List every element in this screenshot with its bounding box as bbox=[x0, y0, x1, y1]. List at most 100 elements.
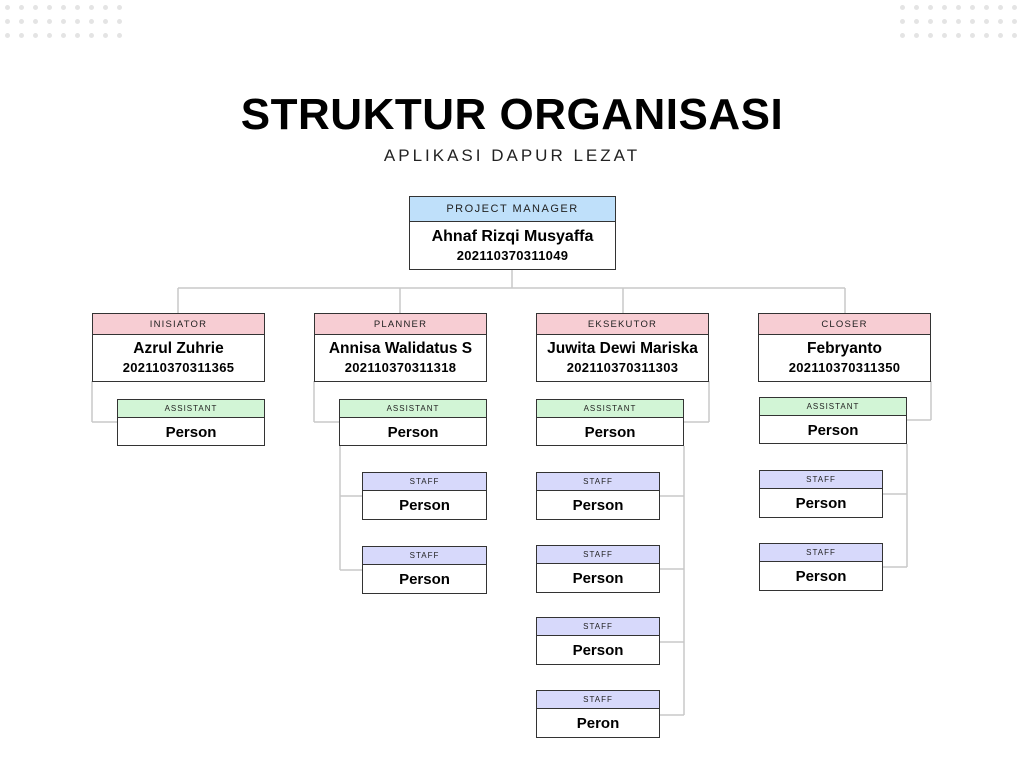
staff-card: STAFF Person bbox=[362, 546, 487, 594]
decorative-dot bbox=[117, 33, 122, 38]
decorative-dot bbox=[970, 19, 975, 24]
decorative-dot bbox=[103, 33, 108, 38]
page-subtitle: APLIKASI DAPUR LEZAT bbox=[383, 146, 641, 165]
decorative-dot bbox=[103, 19, 108, 24]
member-name: Peron bbox=[576, 715, 620, 732]
decorative-dot bbox=[5, 19, 10, 24]
decorative-dot bbox=[19, 19, 24, 24]
decorative-dot bbox=[33, 19, 38, 24]
role-label: EKSEKUTOR bbox=[537, 314, 708, 335]
member-name: Azrul Zuhrie bbox=[133, 340, 224, 357]
member-name: Person bbox=[399, 497, 450, 514]
staff-card: STAFF Person bbox=[362, 472, 487, 520]
member-name: Person bbox=[795, 568, 847, 585]
decorative-dot bbox=[942, 33, 947, 38]
decorative-dot bbox=[970, 5, 975, 10]
decorative-dot bbox=[998, 19, 1003, 24]
member-name: Annisa Walidatus S bbox=[328, 340, 473, 357]
decorative-dot bbox=[33, 5, 38, 10]
decorative-dot bbox=[89, 19, 94, 24]
role-label: PLANNER bbox=[315, 314, 486, 335]
role-label: STAFF bbox=[760, 471, 882, 489]
member-name: Person bbox=[572, 570, 624, 587]
member-id: 202110370311303 bbox=[566, 360, 679, 375]
staff-card: STAFF Person bbox=[759, 470, 883, 518]
member-name: Person bbox=[399, 571, 450, 588]
member-id: 202110370311318 bbox=[344, 360, 457, 375]
member-id: 202110370311350 bbox=[788, 360, 901, 375]
decorative-dot bbox=[984, 19, 989, 24]
decorative-dot bbox=[900, 19, 905, 24]
member-name: Person bbox=[807, 422, 859, 439]
decorative-dot bbox=[47, 5, 52, 10]
assistant-card-inisiator: ASSISTANT Person bbox=[117, 399, 265, 446]
decorative-dot bbox=[928, 33, 933, 38]
division-card-inisiator: INISIATOR Azrul Zuhrie 202110370311365 bbox=[92, 313, 265, 382]
member-name: Person bbox=[387, 424, 439, 441]
role-label: STAFF bbox=[537, 618, 659, 636]
decorative-dot bbox=[19, 33, 24, 38]
decorative-dot bbox=[998, 33, 1003, 38]
assistant-card-eksekutor: ASSISTANT Person bbox=[536, 399, 684, 446]
decorative-dot bbox=[61, 19, 66, 24]
role-label: STAFF bbox=[537, 546, 659, 564]
role-label: ASSISTANT bbox=[340, 400, 486, 418]
staff-card: STAFF Person bbox=[536, 472, 660, 520]
decorative-dot bbox=[5, 33, 10, 38]
decorative-dot bbox=[1012, 5, 1017, 10]
member-name: Person bbox=[584, 424, 636, 441]
decorative-dot bbox=[956, 33, 961, 38]
decorative-dot bbox=[942, 19, 947, 24]
staff-card: STAFF Person bbox=[536, 617, 660, 665]
decorative-dot bbox=[61, 5, 66, 10]
decorative-dot bbox=[914, 33, 919, 38]
member-name: Febryanto bbox=[807, 340, 882, 357]
role-label: ASSISTANT bbox=[537, 400, 683, 418]
decorative-dot bbox=[928, 5, 933, 10]
role-label: INISIATOR bbox=[93, 314, 264, 335]
decorative-dot bbox=[956, 5, 961, 10]
decorative-dot bbox=[914, 5, 919, 10]
decorative-dot bbox=[942, 5, 947, 10]
decorative-dot bbox=[1012, 19, 1017, 24]
decorative-dot bbox=[19, 5, 24, 10]
role-label: ASSISTANT bbox=[760, 398, 906, 416]
division-card-eksekutor: EKSEKUTOR Juwita Dewi Mariska 2021103703… bbox=[536, 313, 709, 382]
staff-card: STAFF Person bbox=[536, 545, 660, 593]
decorative-dot bbox=[89, 5, 94, 10]
role-label: CLOSER bbox=[759, 314, 930, 335]
decorative-dot bbox=[47, 19, 52, 24]
member-name: Person bbox=[165, 424, 217, 441]
decorative-dot bbox=[61, 33, 66, 38]
page-title: STRUKTUR ORGANISASI bbox=[240, 90, 784, 139]
staff-card: STAFF Peron bbox=[536, 690, 660, 738]
decorative-dot bbox=[900, 5, 905, 10]
member-name: Person bbox=[572, 497, 624, 514]
decorative-dot bbox=[117, 19, 122, 24]
member-name: Person bbox=[795, 495, 847, 512]
project-manager-card: PROJECT MANAGER Ahnaf Rizqi Musyaffa 202… bbox=[409, 196, 616, 270]
division-card-closer: CLOSER Febryanto 202110370311350 bbox=[758, 313, 931, 382]
role-label: STAFF bbox=[363, 473, 486, 491]
role-label: ASSISTANT bbox=[118, 400, 264, 418]
role-label: STAFF bbox=[760, 544, 882, 562]
decorative-dot bbox=[900, 33, 905, 38]
decorative-dot bbox=[47, 33, 52, 38]
assistant-card-closer: ASSISTANT Person bbox=[759, 397, 907, 444]
member-name: Person bbox=[572, 642, 624, 659]
assistant-card-planner: ASSISTANT Person bbox=[339, 399, 487, 446]
decorative-dot bbox=[970, 33, 975, 38]
division-card-planner: PLANNER Annisa Walidatus S 2021103703113… bbox=[314, 313, 487, 382]
decorative-dot bbox=[103, 5, 108, 10]
role-label: STAFF bbox=[537, 691, 659, 709]
decorative-dot bbox=[956, 19, 961, 24]
decorative-dot bbox=[998, 5, 1003, 10]
member-name: Ahnaf Rizqi Musyaffa bbox=[431, 228, 594, 245]
decorative-dot bbox=[75, 5, 80, 10]
role-label: STAFF bbox=[537, 473, 659, 491]
decorative-dot bbox=[984, 5, 989, 10]
decorative-dot bbox=[75, 19, 80, 24]
role-label: PROJECT MANAGER bbox=[410, 197, 615, 222]
decorative-dot bbox=[75, 33, 80, 38]
